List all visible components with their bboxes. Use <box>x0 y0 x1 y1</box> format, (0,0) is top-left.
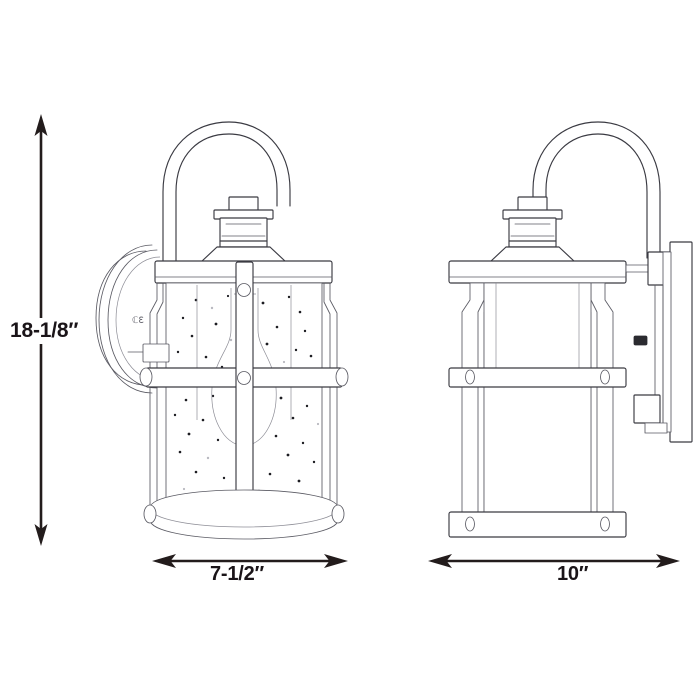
side-width-arrow-left-icon <box>428 554 452 568</box>
side-wall-mount-plate <box>633 241 693 443</box>
backplate-mark: ℂℇ <box>132 315 144 325</box>
side-finial-body <box>508 217 557 243</box>
side-width-dimension-group <box>428 554 680 568</box>
side-body-face <box>483 282 592 537</box>
front-width-dimension-label: 7-1/2″ <box>210 563 264 585</box>
side-top-flange-plate <box>448 260 627 284</box>
height-arrow-top-icon <box>34 114 48 136</box>
front-width-dimension-group <box>152 554 348 568</box>
side-rivet-band-right <box>600 369 610 385</box>
finial-ring <box>219 240 268 248</box>
side-base-band <box>448 511 627 538</box>
side-base-plate <box>448 511 627 538</box>
front-finial-cap <box>200 196 287 263</box>
side-gooseneck-arm <box>532 121 661 259</box>
side-view-fixture <box>448 121 693 538</box>
rivet-middle <box>237 371 251 385</box>
cage-band-left-cap <box>139 367 153 387</box>
base-ring-body <box>149 489 339 540</box>
side-rivet-base-left <box>465 516 475 532</box>
finial-taper <box>200 246 287 263</box>
front-base-ring <box>143 489 345 540</box>
side-rivet-band-left <box>465 369 475 385</box>
cage-band-right-cap <box>335 367 349 387</box>
mounting-set-screw <box>633 335 648 346</box>
side-width-dimension-label: 10″ <box>557 563 589 585</box>
cage-bar-left <box>461 282 485 537</box>
side-top-collar-flange <box>448 260 627 284</box>
front-width-arrow-left-icon <box>152 554 176 568</box>
front-cage-rails <box>149 282 338 511</box>
front-view-fixture: ℂℇ <box>95 121 349 540</box>
seeded-glass-texture <box>173 294 320 514</box>
side-finial-cap <box>489 196 576 263</box>
rivet-top <box>237 283 251 297</box>
height-dimension-label: 18-1/8″ <box>8 318 81 344</box>
side-top-cage-band <box>448 367 627 388</box>
front-width-arrow-right-icon <box>324 554 348 568</box>
finial-body <box>219 217 268 243</box>
side-rivet-base-right <box>600 516 610 532</box>
wall-bracket-lower <box>633 394 661 424</box>
round-wall-backplate: ℂℇ <box>95 244 161 394</box>
bracket-block <box>142 343 170 363</box>
wall-bracket-foot <box>644 422 668 434</box>
height-arrow-bottom-icon <box>34 524 48 546</box>
wall-plate-inner <box>662 251 672 433</box>
cage-bar-right <box>590 282 614 537</box>
side-cage-band-plate <box>448 367 627 388</box>
front-wall-bracket <box>127 343 170 363</box>
side-width-arrow-right-icon <box>656 554 680 568</box>
wall-plate-outer <box>669 241 693 443</box>
side-body-panel <box>483 282 592 537</box>
